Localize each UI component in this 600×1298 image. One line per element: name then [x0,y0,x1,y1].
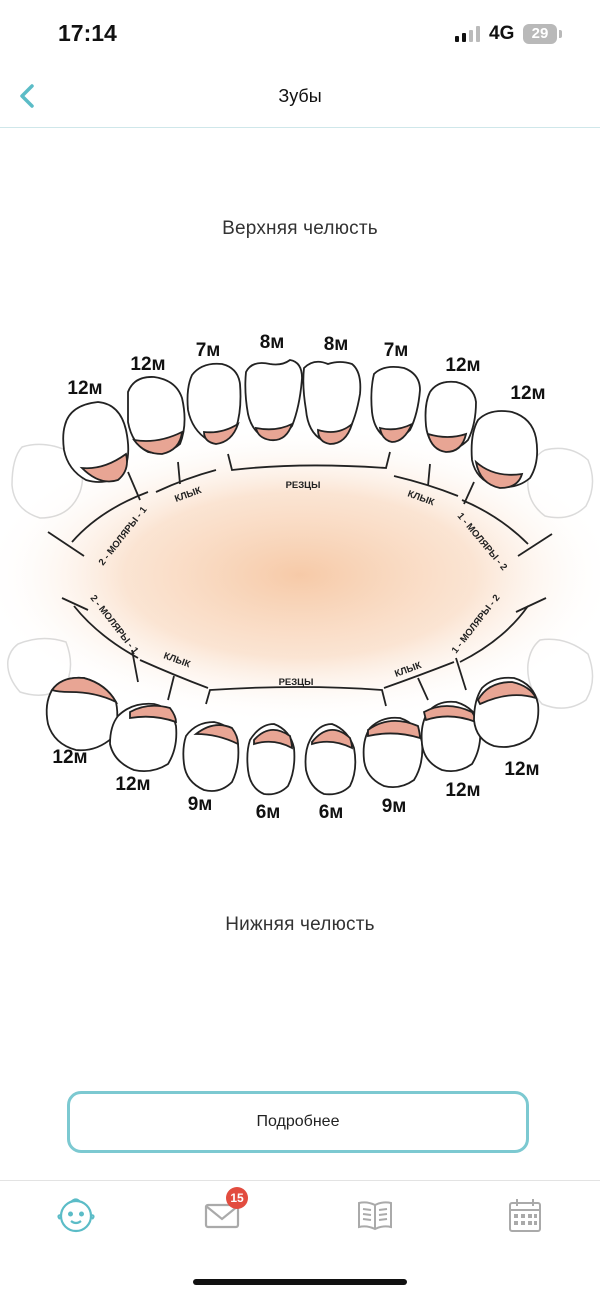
upper-tooth-6 [370,365,421,443]
lower-tooth-8 [473,676,540,748]
lower-tooth-6 [362,716,424,789]
upper-age-3: 7м [196,340,221,361]
nav-bar: Зубы [0,70,600,128]
upper-tooth-1 [62,401,130,483]
lower-tooth-7 [420,700,482,773]
more-button[interactable]: Подробнее [67,1091,529,1153]
back-button[interactable] [14,78,44,114]
upper-age-1: 12м [67,378,102,399]
lower-age-5: 6м [319,802,344,823]
status-bar: 17:14 4G 29 [0,0,600,70]
upper-brackets [47,451,553,557]
lower-jaw-label: Нижняя челюсть [225,914,375,935]
tab-book[interactable] [353,1193,397,1237]
network-type: 4G [489,23,515,44]
page-title: Зубы [278,86,322,106]
more-button-label: Подробнее [256,1113,340,1130]
upper-group-incisors: РЕЗЦЫ [286,480,321,491]
upper-age-2: 12м [130,354,165,375]
battery-icon: 29 [523,24,557,44]
tab-bar [0,1180,600,1298]
upper-age-5: 8м [324,334,349,355]
lower-age-4: 6м [256,802,281,823]
mail-icon [204,1203,240,1229]
baby-face-icon [57,1198,95,1233]
lower-age-6: 9м [382,796,407,817]
lower-age-3: 9м [188,794,213,815]
faded-tooth-lower-left [7,637,72,696]
chevron-left-icon [20,84,34,108]
upper-age-6: 7м [384,340,409,361]
battery-tip [559,30,562,38]
lower-tooth-2 [109,702,178,773]
lower-tooth-5 [304,723,357,796]
lower-age-2: 12м [115,774,150,795]
upper-age-7: 12м [445,355,480,376]
lower-brackets [61,597,547,707]
messages-badge: 15 [226,1187,248,1209]
upper-tooth-3 [186,362,242,445]
lower-tooth-4 [246,723,296,796]
battery-level: 29 [531,25,549,42]
faded-tooth-lower-right [527,638,594,709]
upper-age-4: 8м [260,332,285,353]
calendar-icon [509,1199,541,1232]
upper-tooth-5 [302,360,362,445]
upper-tooth-7 [424,380,477,453]
upper-age-8: 12м [510,383,545,404]
tab-calendar[interactable] [503,1193,547,1237]
signal-icon [455,26,481,42]
book-icon [358,1201,392,1231]
mouth-glow [0,425,600,725]
lower-age-8: 12м [504,759,539,780]
upper-tooth-2 [127,376,186,455]
lower-teeth [45,676,540,796]
lower-tooth-1 [45,676,119,752]
lower-age-7: 12м [445,780,480,801]
tab-messages[interactable] [200,1193,244,1237]
tab-baby[interactable] [54,1193,98,1237]
upper-tooth-8 [470,410,539,489]
lower-group-incisors: РЕЗЦЫ [279,677,314,688]
upper-teeth [62,359,539,489]
upper-tooth-4 [244,359,303,442]
teeth-diagram: 12м 12м 7м 8м 8м 7м 12м 12м 12м 12м 9м 6… [0,332,600,823]
lower-tooth-3 [182,721,240,792]
lower-age-1: 12м [52,747,87,768]
home-indicator [193,1279,407,1285]
upper-jaw-label: Верхняя челюсть [222,218,378,239]
status-time: 17:14 [58,20,117,46]
